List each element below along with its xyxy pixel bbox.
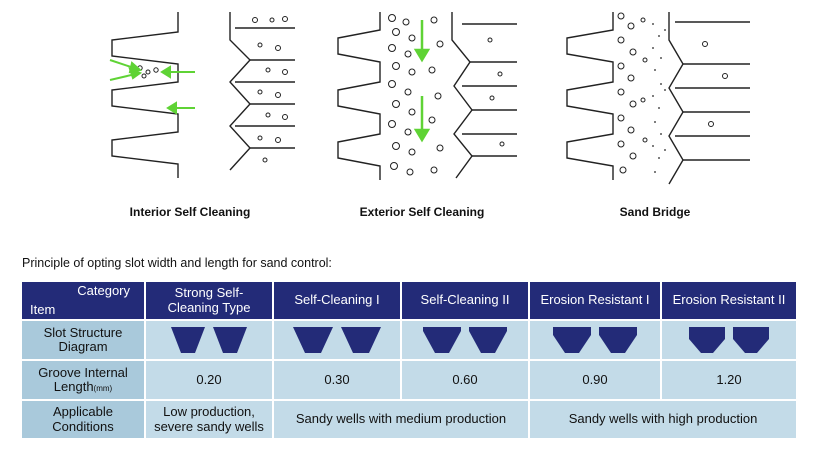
principle-title: Principle of opting slot width and lengt… — [22, 256, 332, 270]
column-header: Erosion Resistant II — [662, 282, 796, 319]
slot-shape-icon — [293, 327, 333, 353]
condition-medium: Sandy wells with medium production — [274, 401, 528, 438]
slot-shape-icon — [599, 327, 637, 353]
sand-bridge-diagram — [566, 12, 750, 185]
slot-shape-cell — [146, 321, 272, 359]
slot-shape-cell — [274, 321, 400, 359]
corner-cell: Category Item — [22, 282, 144, 319]
column-header: Self-Cleaning I — [274, 282, 400, 319]
row-label-structure: Slot Structure Diagram — [22, 321, 144, 359]
exterior-self-cleaning-diagram — [337, 12, 517, 180]
groove-label-text: Groove Internal Length — [38, 364, 128, 394]
groove-value: 0.60 — [402, 361, 528, 399]
category-label: Category — [77, 283, 130, 298]
column-header: Strong Self-Cleaning Type — [146, 282, 272, 319]
interior-self-cleaning-label: Interior Self Cleaning — [129, 205, 251, 219]
slot-shape-icon — [553, 327, 591, 353]
column-header: Self-Cleaning II — [402, 282, 528, 319]
groove-unit: (mm) — [93, 384, 113, 393]
groove-value: 0.30 — [274, 361, 400, 399]
condition-high: Sandy wells with high production — [530, 401, 796, 438]
groove-value: 0.20 — [146, 361, 272, 399]
slot-shape-cell — [530, 321, 660, 359]
slot-shape-icon — [171, 327, 205, 353]
condition-low: Low production, severe sandy wells — [146, 401, 272, 438]
row-label-conditions: Applicable Conditions — [22, 401, 144, 438]
slot-shape-icon — [341, 327, 381, 353]
item-label: Item — [30, 301, 56, 317]
slot-shape-icon — [423, 327, 461, 353]
row-label-groove: Groove Internal Length(mm) — [22, 361, 144, 399]
slot-shape-icon — [733, 327, 769, 353]
slot-shape-icon — [213, 327, 247, 353]
interior-self-cleaning-diagram — [109, 12, 295, 178]
column-header: Erosion Resistant I — [530, 282, 660, 319]
groove-value: 0.90 — [530, 361, 660, 399]
exterior-self-cleaning-label: Exterior Self Cleaning — [359, 205, 485, 219]
sand-bridge-label: Sand Bridge — [619, 205, 691, 219]
groove-value: 1.20 — [662, 361, 796, 399]
slot-shape-icon — [469, 327, 507, 353]
slot-shape-cell — [662, 321, 796, 359]
slot-selection-table: Category Item Strong Self-Cleaning Type … — [22, 282, 796, 438]
slot-shape-icon — [689, 327, 725, 353]
slot-shape-cell — [402, 321, 528, 359]
